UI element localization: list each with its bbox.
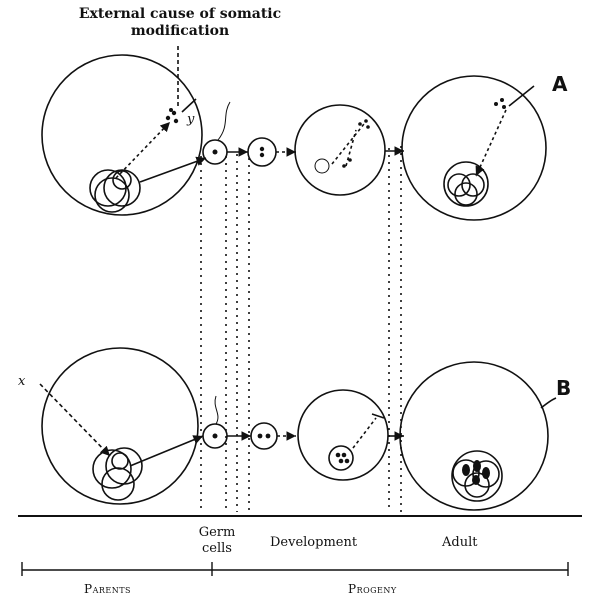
- adult-b-germ-cells: [451, 450, 503, 502]
- parent-a-germ-cells: [89, 169, 141, 213]
- gamete-a-tail: [217, 101, 231, 141]
- cause-line: [181, 98, 197, 113]
- adult-a-circle: [401, 75, 547, 221]
- parent-a-dotted-arrow: [115, 121, 171, 179]
- annotation-line-2: modification: [130, 23, 230, 39]
- marker-y: y: [187, 112, 195, 127]
- stage-germ-line-2: cells: [202, 541, 232, 556]
- stage-development: Development: [270, 535, 358, 550]
- stage-germ-cells: Germ cells: [197, 525, 237, 557]
- group-brackets: [21, 562, 569, 576]
- gamete-b-tail: [214, 395, 219, 425]
- parent-a-to-gamete-arrow: [139, 156, 207, 183]
- development-a-circle: [294, 104, 386, 196]
- germ-line-guides: [200, 146, 402, 512]
- group-parents: Parents: [84, 582, 132, 596]
- row-label-b: B: [556, 376, 572, 400]
- parent-b-circle: [41, 347, 199, 505]
- parent-a-soma-dots: [165, 108, 179, 124]
- group-progeny: Progeny: [348, 582, 397, 596]
- parent-b-germ-cells: [92, 447, 143, 501]
- row-label-a: A: [552, 72, 568, 96]
- annotation-line-1: External cause of somatic: [78, 6, 282, 22]
- marker-x: x: [18, 374, 26, 389]
- row-a: [41, 46, 547, 221]
- zygote-b: [250, 422, 278, 450]
- stage-germ-line-1: Germ: [198, 525, 236, 540]
- adult-a-germ-cells: [443, 161, 489, 207]
- development-b-circle: [297, 389, 389, 481]
- annotation-title: External cause of somatic modification: [60, 6, 300, 40]
- x-dashed-arrow: [39, 383, 111, 457]
- parent-a-circle: [41, 54, 203, 216]
- stage-adult: Adult: [442, 535, 478, 550]
- adult-b-circle: [399, 361, 549, 511]
- zygote-a: [247, 137, 277, 167]
- row-b: [39, 347, 557, 511]
